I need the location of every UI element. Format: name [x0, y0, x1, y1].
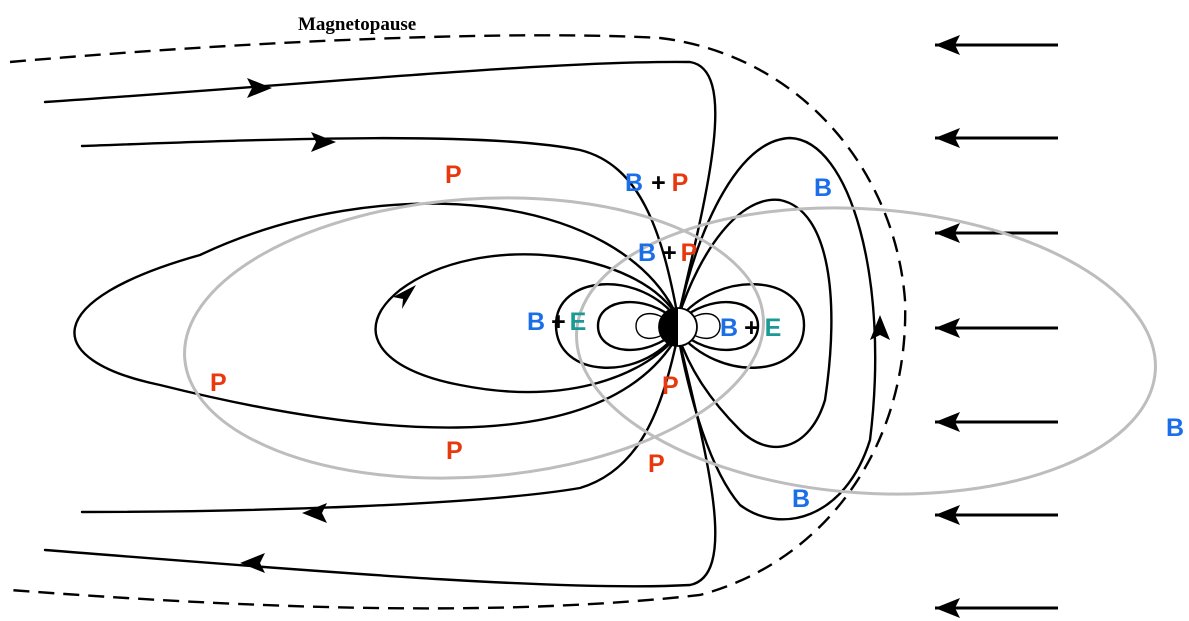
label-p-near-lower: P — [648, 450, 665, 478]
label-b-far-right: B — [1166, 414, 1184, 442]
label-p-tail-lower: P — [446, 437, 463, 465]
label-b-dayside-upper: B — [814, 174, 832, 202]
nightside-closed-lines — [74, 204, 678, 428]
label-be-left: B+E — [527, 308, 586, 336]
label-bp-inner: B+P — [638, 239, 697, 267]
label-bp-upper: B+P — [625, 169, 688, 197]
open-field-lines — [45, 62, 715, 586]
magnetopause-label: Magnetopause — [298, 14, 416, 35]
combo-labels: B+P B+P B+E B+E — [527, 169, 781, 342]
earth-icon — [659, 308, 697, 346]
label-p-tail-upper: P — [445, 161, 462, 189]
label-p-tail-left: P — [210, 369, 227, 397]
label-be-right: B+E — [720, 314, 781, 342]
label-p-near-earth: P — [662, 372, 679, 400]
solar-wind-arrows — [935, 35, 1058, 618]
label-b-dayside-lower: B — [792, 485, 810, 513]
